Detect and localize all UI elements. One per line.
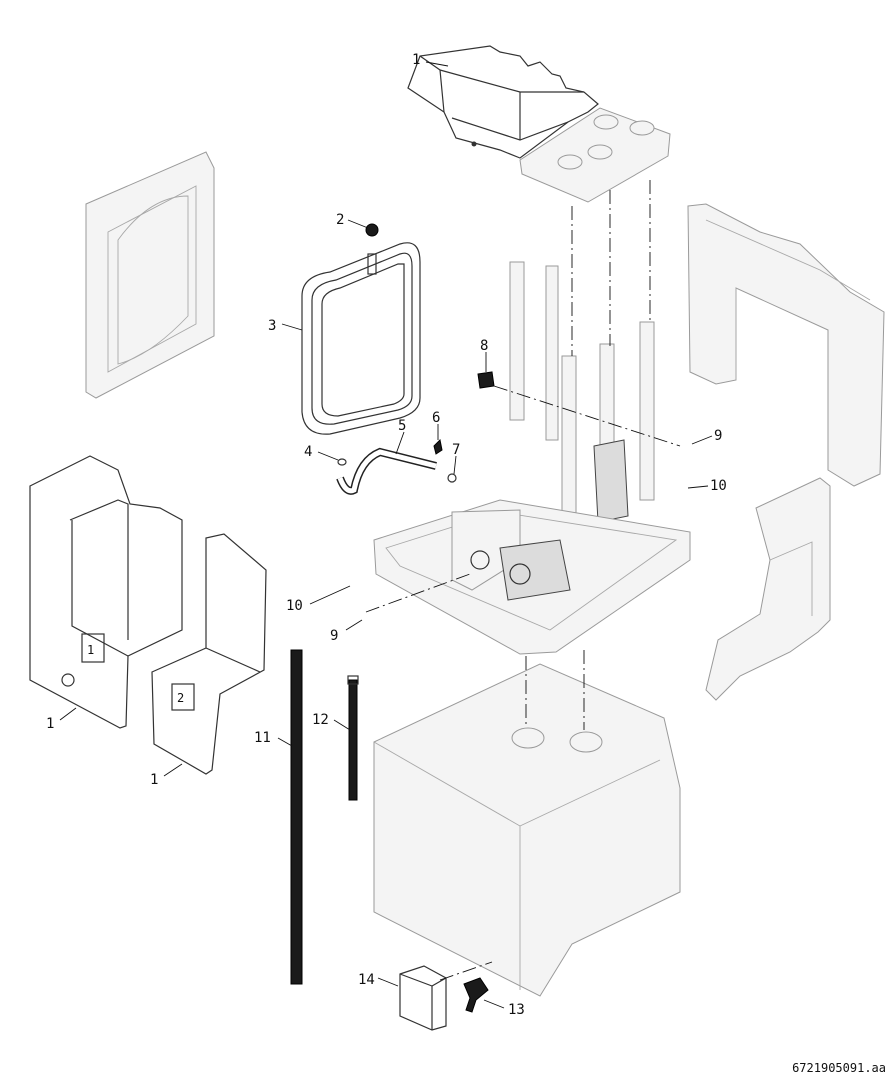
callout-10-left: 10 (286, 598, 303, 614)
part-7 (447, 473, 457, 483)
part-8 (477, 371, 495, 389)
cap-part-2 (365, 223, 379, 237)
callout-9-left: 9 (330, 628, 338, 644)
callout-2: 2 (336, 212, 344, 228)
clip-part-6 (433, 438, 443, 455)
callout-11: 11 (254, 730, 271, 746)
callout-5: 5 (398, 418, 406, 434)
part-14 (399, 965, 447, 1031)
callout-10-right: 10 (710, 478, 727, 494)
base-tray (373, 499, 691, 655)
left-insulation-frame (85, 151, 215, 399)
callout-1-bottom: 1 (150, 772, 158, 788)
callout-1-top: 1 (412, 52, 420, 68)
callout-3: 3 (268, 318, 276, 334)
leader-lines (59, 61, 713, 1009)
callout-6: 6 (432, 410, 440, 426)
right-insulation-frame (687, 203, 885, 487)
panel-mark-1: 1 (87, 643, 94, 657)
callout-9-right: 9 (714, 428, 722, 444)
callout-14: 14 (358, 972, 375, 988)
insulation-block (519, 107, 671, 203)
small-front-insulation: 2 (151, 533, 267, 775)
right-front-insulation-panel (705, 477, 831, 701)
callout-12: 12 (312, 712, 329, 728)
washer-part-4 (337, 458, 347, 466)
drawing-reference-code: 6721905091.aa (792, 1061, 886, 1075)
drain-valve-part-13 (463, 977, 489, 1013)
storage-tank (373, 663, 681, 997)
callout-4: 4 (304, 444, 312, 460)
assembly-axis-lines (365, 180, 681, 981)
callout-7: 7 (452, 442, 460, 458)
callout-1-left: 1 (46, 716, 54, 732)
panel-mark-2: 2 (177, 691, 184, 705)
top-cover-tray (407, 45, 599, 159)
callout-13: 13 (508, 1002, 525, 1018)
pipe-part-11 (290, 649, 303, 985)
expansion-vessel (301, 242, 421, 435)
callout-8: 8 (480, 338, 488, 354)
left-front-insulation: 1 (29, 455, 183, 729)
pipe-part-12 (348, 679, 358, 801)
heater-cartridge (593, 439, 629, 523)
